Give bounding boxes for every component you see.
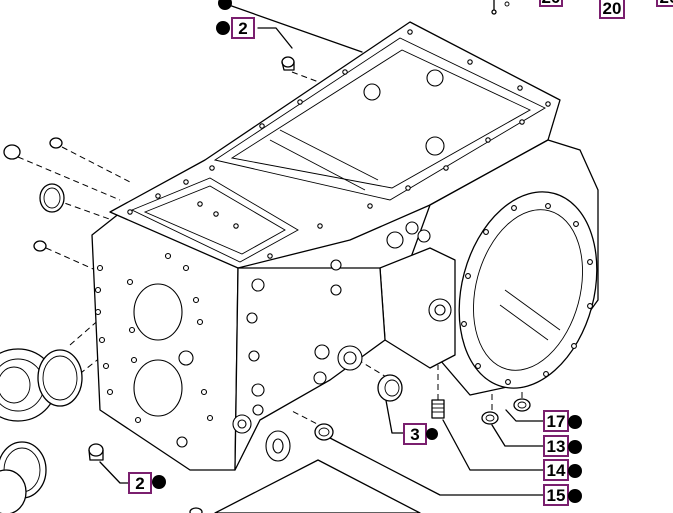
callout-2-bottom: 2 [128,472,166,494]
callout-17: 17 [543,410,582,432]
exploded-parts [0,0,531,513]
callout-label: 20 [603,0,622,18]
callout-top-dot [218,0,232,10]
plug-bottom-edge [189,507,203,513]
callout-label: 2 [238,19,247,38]
callout-3: 3 [403,423,438,445]
callout-label: 17 [547,412,566,431]
bearing-assembly-bottom [0,441,47,513]
seal-left [39,183,65,213]
small-fastener-top [491,0,510,15]
plate-bolt-holes [94,252,214,424]
plug-left-1 [49,137,63,149]
callout-label: 13 [547,437,566,456]
callout-label: 20 [542,0,561,7]
callout-2-top: 2 [216,17,255,39]
callout-20-c: 20 [656,0,673,7]
plug-bottom [88,443,104,461]
callout-15: 15 [543,484,582,506]
bottom-cover-plate [214,459,421,513]
plug-left-3 [33,240,47,252]
callout-label: 3 [410,425,419,444]
seal-part-3 [377,374,403,402]
callout-20-a: 20 [539,0,563,7]
bearing-assembly-left [0,348,83,422]
callout-14: 14 [543,459,582,481]
plug-left-2 [3,144,21,160]
callout-20-b: 20 [599,0,625,19]
callout-label: 14 [547,461,566,480]
flange-bolt-holes [461,203,593,385]
frame-bolt-holes [127,29,551,259]
plug-part-13 [481,411,499,425]
plug-part-15 [314,423,334,441]
callout-label: 20 [660,0,673,7]
screw-part-14 [431,399,445,419]
callout-13: 13 [543,435,582,457]
callouts: 2 2 3 17 13 14 15 [128,0,673,506]
callout-label: 2 [135,474,144,493]
plug-part-17 [513,398,531,412]
plug-top [281,56,295,71]
transmission-housing [91,21,599,471]
callout-label: 15 [547,486,566,505]
